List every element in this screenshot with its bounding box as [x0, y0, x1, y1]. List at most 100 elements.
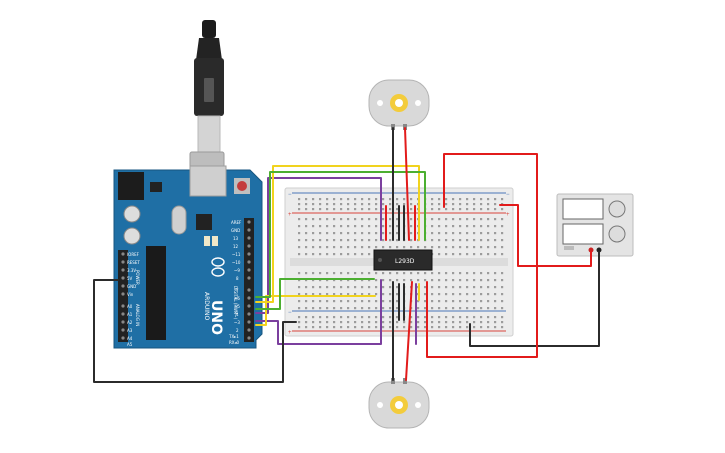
breadboard-hole[interactable] [389, 307, 392, 310]
breadboard-hole[interactable] [480, 293, 483, 296]
breadboard-hole[interactable] [382, 300, 385, 303]
breadboard-hole[interactable] [319, 316, 322, 319]
breadboard-hole[interactable] [319, 326, 322, 329]
breadboard-hole[interactable] [368, 208, 371, 211]
breadboard-hole[interactable] [305, 286, 308, 289]
breadboard-hole[interactable] [326, 300, 329, 303]
breadboard-hole[interactable] [494, 293, 497, 296]
breadboard-hole[interactable] [319, 246, 322, 249]
breadboard-hole[interactable] [354, 316, 357, 319]
breadboard-hole[interactable] [410, 316, 413, 319]
breadboard-hole[interactable] [340, 300, 343, 303]
breadboard-hole[interactable] [340, 326, 343, 329]
breadboard-hole[interactable] [319, 225, 322, 228]
breadboard-hole[interactable] [494, 208, 497, 211]
breadboard-hole[interactable] [473, 198, 476, 201]
breadboard-hole[interactable] [459, 232, 462, 235]
breadboard-hole[interactable] [445, 246, 448, 249]
breadboard-hole[interactable] [375, 321, 378, 324]
breadboard-hole[interactable] [431, 286, 434, 289]
breadboard-hole[interactable] [410, 203, 413, 206]
breadboard-hole[interactable] [466, 293, 469, 296]
breadboard-hole[interactable] [347, 225, 350, 228]
breadboard-hole[interactable] [305, 321, 308, 324]
breadboard-hole[interactable] [298, 316, 301, 319]
breadboard-hole[interactable] [396, 279, 399, 282]
breadboard-hole[interactable] [494, 232, 497, 235]
breadboard-hole[interactable] [389, 198, 392, 201]
breadboard-hole[interactable] [361, 218, 364, 221]
breadboard-hole[interactable] [396, 286, 399, 289]
breadboard-hole[interactable] [487, 321, 490, 324]
breadboard-hole[interactable] [319, 218, 322, 221]
breadboard-hole[interactable] [368, 286, 371, 289]
breadboard-hole[interactable] [333, 225, 336, 228]
breadboard-hole[interactable] [445, 300, 448, 303]
breadboard-hole[interactable] [361, 316, 364, 319]
breadboard-hole[interactable] [368, 279, 371, 282]
breadboard-hole[interactable] [354, 307, 357, 310]
breadboard-hole[interactable] [368, 293, 371, 296]
breadboard-hole[interactable] [445, 232, 448, 235]
breadboard-hole[interactable] [494, 300, 497, 303]
breadboard-hole[interactable] [375, 218, 378, 221]
breadboard-hole[interactable] [319, 321, 322, 324]
wire-black-psu[interactable] [469, 251, 600, 347]
breadboard-hole[interactable] [340, 253, 343, 256]
wire-purple-bottom[interactable] [255, 279, 382, 345]
breadboard-hole[interactable] [319, 307, 322, 310]
breadboard-hole[interactable] [382, 307, 385, 310]
breadboard-hole[interactable] [368, 198, 371, 201]
breadboard-hole[interactable] [431, 225, 434, 228]
breadboard-hole[interactable] [298, 225, 301, 228]
breadboard-hole[interactable] [375, 246, 378, 249]
breadboard-hole[interactable] [452, 208, 455, 211]
breadboard-hole[interactable] [487, 239, 490, 242]
breadboard-hole[interactable] [487, 203, 490, 206]
breadboard-hole[interactable] [438, 321, 441, 324]
breadboard-hole[interactable] [368, 326, 371, 329]
breadboard-hole[interactable] [312, 232, 315, 235]
breadboard-hole[interactable] [480, 225, 483, 228]
breadboard-hole[interactable] [480, 321, 483, 324]
breadboard-hole[interactable] [410, 218, 413, 221]
wire-red-motor-bottom[interactable] [405, 281, 413, 381]
breadboard-hole[interactable] [494, 203, 497, 206]
breadboard-hole[interactable] [368, 321, 371, 324]
breadboard-hole[interactable] [480, 253, 483, 256]
breadboard-hole[interactable] [312, 293, 315, 296]
breadboard-hole[interactable] [473, 203, 476, 206]
breadboard-hole[interactable] [347, 279, 350, 282]
wire-yellow-top[interactable] [255, 165, 420, 303]
breadboard-hole[interactable] [424, 279, 427, 282]
breadboard-hole[interactable] [445, 286, 448, 289]
breadboard-hole[interactable] [361, 326, 364, 329]
breadboard-hole[interactable] [298, 208, 301, 211]
breadboard-hole[interactable] [459, 307, 462, 310]
breadboard-hole[interactable] [354, 300, 357, 303]
breadboard-hole[interactable] [473, 307, 476, 310]
breadboard-hole[interactable] [480, 307, 483, 310]
breadboard-hole[interactable] [438, 326, 441, 329]
breadboard-hole[interactable] [340, 246, 343, 249]
breadboard-hole[interactable] [368, 246, 371, 249]
breadboard-hole[interactable] [452, 286, 455, 289]
breadboard-hole[interactable] [494, 198, 497, 201]
breadboard-hole[interactable] [403, 246, 406, 249]
breadboard-hole[interactable] [305, 307, 308, 310]
breadboard-hole[interactable] [396, 225, 399, 228]
breadboard-hole[interactable] [452, 253, 455, 256]
breadboard-hole[interactable] [396, 316, 399, 319]
breadboard-hole[interactable] [431, 326, 434, 329]
breadboard-hole[interactable] [382, 293, 385, 296]
breadboard-hole[interactable] [305, 326, 308, 329]
breadboard-hole[interactable] [459, 286, 462, 289]
breadboard-hole[interactable] [312, 253, 315, 256]
breadboard-hole[interactable] [438, 198, 441, 201]
breadboard-hole[interactable] [403, 321, 406, 324]
breadboard-hole[interactable] [354, 293, 357, 296]
breadboard-hole[interactable] [389, 208, 392, 211]
breadboard-hole[interactable] [445, 239, 448, 242]
breadboard-hole[interactable] [354, 208, 357, 211]
breadboard-hole[interactable] [326, 253, 329, 256]
